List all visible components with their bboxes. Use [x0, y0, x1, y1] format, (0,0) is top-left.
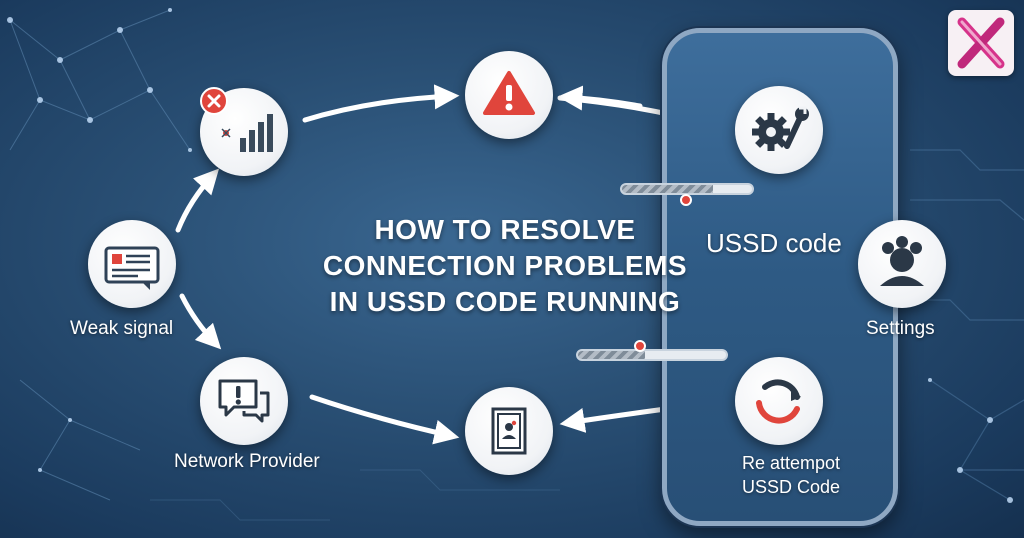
title-line-1: HOW TO RESOLVE — [374, 214, 636, 245]
node-network-provider — [200, 357, 288, 445]
arrow-weak-to-signal — [175, 168, 220, 233]
title-line-3: IN USSD CODE RUNNING — [329, 286, 681, 317]
user-frame-icon — [491, 407, 527, 455]
brand-logo — [948, 10, 1014, 76]
node-warning — [465, 51, 553, 139]
warning-triangle-icon — [483, 71, 535, 115]
chat-alert-icon — [218, 379, 270, 423]
node-settings — [858, 220, 946, 308]
label-settings: Settings — [866, 318, 935, 339]
x-logo-icon — [957, 17, 1005, 69]
label-weak-signal: Weak signal — [70, 318, 174, 339]
circuit-lines-right — [910, 149, 1024, 501]
network-dots-right — [928, 378, 1013, 503]
circuit-lines-bottom — [150, 469, 560, 521]
error-badge-icon — [200, 87, 228, 115]
label-network-provider: Network Provider — [174, 451, 320, 472]
network-dots-left — [7, 8, 192, 472]
label-re-attempt-line-1: Re attempot — [741, 453, 841, 473]
refresh-icon — [756, 379, 801, 424]
page-title: HOW TO RESOLVE CONNECTION PROBLEMS IN US… — [300, 212, 710, 320]
gear-wrench-icon — [752, 106, 809, 151]
progress-knob-upper — [680, 194, 692, 206]
arrow-signal-to-warning — [302, 84, 460, 123]
signal-error-icon — [221, 114, 273, 152]
node-settings-tools — [735, 86, 823, 174]
node-weak-signal — [88, 220, 176, 308]
progress-bar-lower — [576, 349, 728, 361]
progress-fill-upper — [622, 185, 713, 193]
progress-fill-lower — [578, 351, 645, 359]
label-re-attempt-line-2: USSD Code — [741, 477, 841, 497]
arrow-weak-to-provider — [179, 293, 222, 350]
node-re-attempt — [735, 357, 823, 445]
node-ussd-screen — [465, 387, 553, 475]
user-support-icon — [880, 236, 924, 286]
label-re-attempt: Re attempot USSD Code — [736, 451, 846, 499]
title-line-2: CONNECTION PROBLEMS — [322, 250, 688, 281]
progress-knob-lower — [634, 340, 646, 352]
arrow-tools-to-warning — [557, 85, 643, 111]
arrow-provider-to-screen — [309, 394, 460, 445]
label-ussd-code: USSD code — [706, 228, 842, 258]
message-card-icon — [104, 246, 160, 290]
